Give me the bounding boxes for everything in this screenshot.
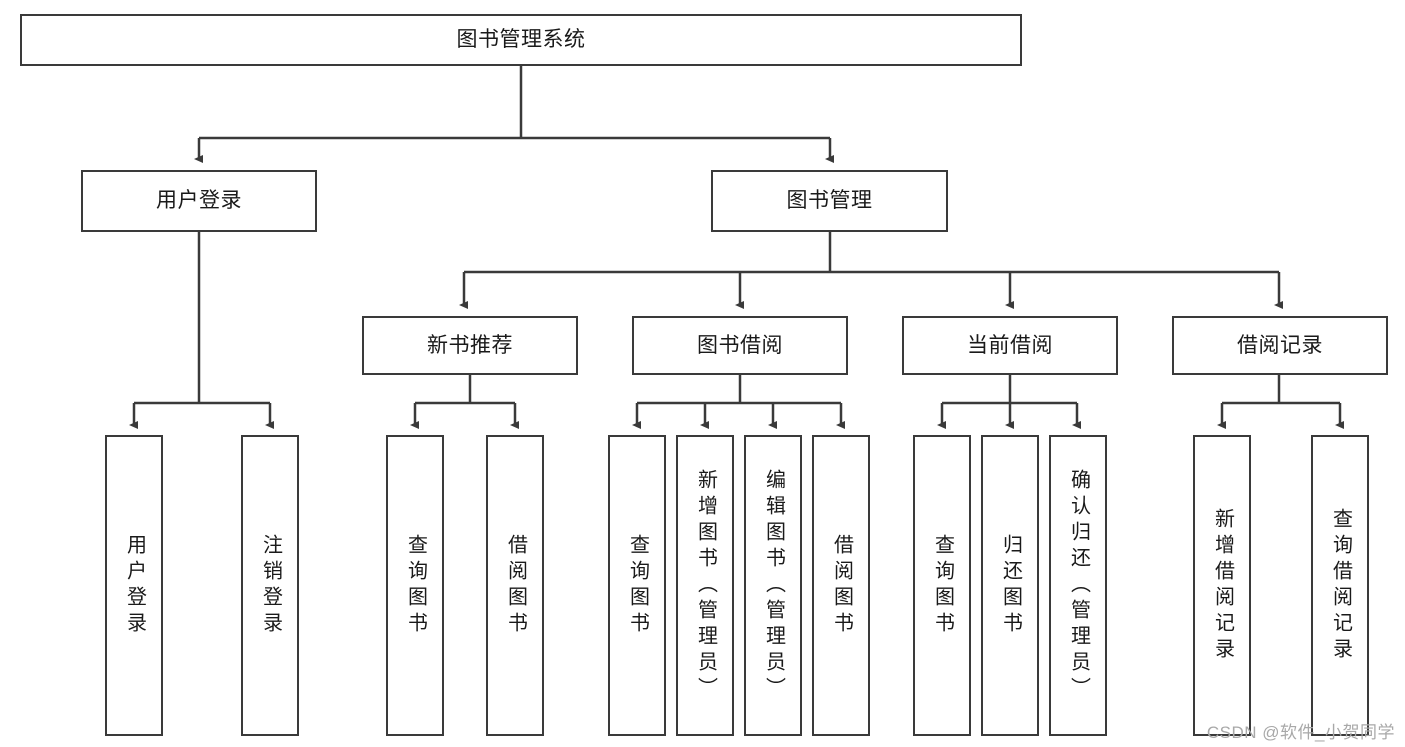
node-label: 确认归还（管理员） bbox=[1067, 468, 1090, 703]
node-book-management[interactable]: 图书管理 bbox=[711, 170, 948, 232]
node-label: 注销登录 bbox=[259, 533, 282, 638]
node-label: 新增借阅记录 bbox=[1211, 507, 1234, 664]
node-label: 借阅图书 bbox=[830, 533, 853, 638]
leaf-borrow-record-add-record[interactable]: 新增借阅记录 bbox=[1193, 435, 1251, 736]
leaf-borrow-record-query-record[interactable]: 查询借阅记录 bbox=[1311, 435, 1369, 736]
node-label: 查询图书 bbox=[404, 533, 427, 638]
node-new-book-recommend[interactable]: 新书推荐 bbox=[362, 316, 578, 375]
node-label: 查询图书 bbox=[931, 533, 954, 638]
node-label: 当前借阅 bbox=[967, 333, 1053, 357]
watermark: CSDN @软件_小贺同学 bbox=[1206, 723, 1395, 742]
node-label: 图书管理系统 bbox=[456, 28, 586, 52]
node-label: 借阅图书 bbox=[504, 533, 527, 638]
leaf-user-login-logout[interactable]: 注销登录 bbox=[241, 435, 299, 736]
leaf-user-login-login[interactable]: 用户登录 bbox=[105, 435, 163, 736]
leaf-current-borrow-confirm-return-admin[interactable]: 确认归还（管理员） bbox=[1049, 435, 1107, 736]
node-current-borrow[interactable]: 当前借阅 bbox=[902, 316, 1118, 375]
node-label: 借阅记录 bbox=[1237, 333, 1323, 357]
leaf-current-borrow-return-book[interactable]: 归还图书 bbox=[981, 435, 1039, 736]
leaf-book-borrow-query-book[interactable]: 查询图书 bbox=[608, 435, 666, 736]
node-label: 查询借阅记录 bbox=[1329, 507, 1352, 664]
leaf-current-borrow-query-book[interactable]: 查询图书 bbox=[913, 435, 971, 736]
node-label: 图书借阅 bbox=[697, 333, 783, 357]
node-user-login[interactable]: 用户登录 bbox=[81, 170, 317, 232]
node-label: 新增图书（管理员） bbox=[694, 468, 717, 703]
leaf-book-borrow-add-book-admin[interactable]: 新增图书（管理员） bbox=[676, 435, 734, 736]
node-borrow-record[interactable]: 借阅记录 bbox=[1172, 316, 1388, 375]
node-label: 图书管理 bbox=[786, 189, 873, 213]
leaf-new-book-borrow-book[interactable]: 借阅图书 bbox=[486, 435, 544, 736]
node-label: 用户登录 bbox=[123, 533, 146, 638]
node-label: 用户登录 bbox=[156, 189, 242, 213]
node-label: 归还图书 bbox=[999, 533, 1022, 638]
node-book-borrow[interactable]: 图书借阅 bbox=[632, 316, 848, 375]
leaf-book-borrow-edit-book-admin[interactable]: 编辑图书（管理员） bbox=[744, 435, 802, 736]
node-root-book-management-system[interactable]: 图书管理系统 bbox=[20, 14, 1022, 66]
node-label: 查询图书 bbox=[626, 533, 649, 638]
node-label: 编辑图书（管理员） bbox=[762, 468, 785, 703]
node-label: 新书推荐 bbox=[427, 333, 513, 357]
leaf-book-borrow-borrow-book[interactable]: 借阅图书 bbox=[812, 435, 870, 736]
leaf-new-book-query-book[interactable]: 查询图书 bbox=[386, 435, 444, 736]
